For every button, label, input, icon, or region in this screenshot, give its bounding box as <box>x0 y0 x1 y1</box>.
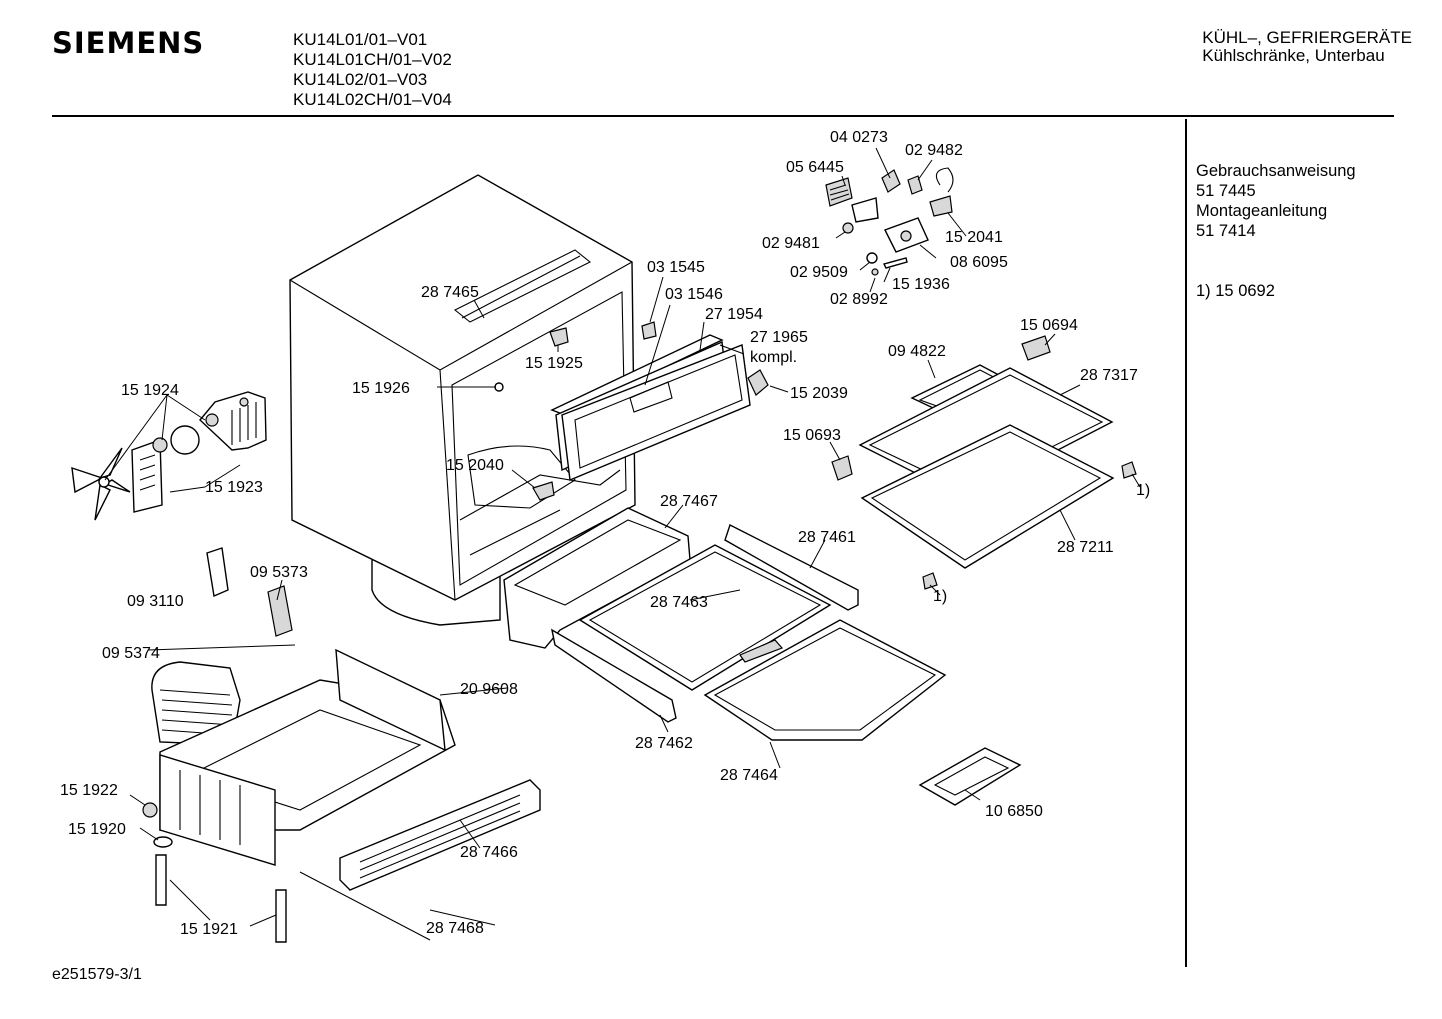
product-category: KÜHL–, GEFRIERGERÄTE Kühlschränke, Unter… <box>1202 29 1412 65</box>
ice-tray <box>918 747 1022 806</box>
part-labels: 04 0273 02 9482 05 6445 15 2041 02 9481 … <box>60 129 1150 938</box>
documentation-sidebar: Gebrauchsanweisung 51 7445 Montageanleit… <box>1196 161 1356 301</box>
crisper-drawer <box>503 507 947 741</box>
part-label-151925: 15 1925 <box>525 355 583 372</box>
part-label-271954: 27 1954 <box>705 306 763 323</box>
part-label-094822: 09 4822 <box>888 343 946 360</box>
part-label-287466: 28 7466 <box>460 844 518 861</box>
part-label-151922: 15 1922 <box>60 782 118 799</box>
part-label-kompl: kompl. <box>750 349 797 366</box>
part-label-031546: 03 1546 <box>665 286 723 303</box>
manual-label: Gebrauchsanweisung <box>1196 162 1356 180</box>
category-subtitle: Kühlschränke, Unterbau <box>1202 46 1385 65</box>
part-label-151923: 15 1923 <box>205 479 263 496</box>
part-label-287465: 28 7465 <box>421 284 479 301</box>
part-label-151921: 15 1921 <box>180 921 238 938</box>
part-label-040273: 04 0273 <box>830 129 888 146</box>
part-label-093110: 09 3110 <box>127 593 184 610</box>
part-label-287317: 28 7317 <box>1080 367 1138 384</box>
part-label-271965: 27 1965 <box>750 329 808 346</box>
model-list: KU14L01/01–V01 KU14L01CH/01–V02 KU14L02/… <box>293 30 452 110</box>
part-label-287468: 28 7468 <box>426 920 484 937</box>
part-label-287464: 28 7464 <box>720 767 778 784</box>
manual-number: 51 7445 <box>1196 182 1256 200</box>
part-label-031545: 03 1545 <box>647 259 705 276</box>
header-divider <box>52 115 1394 117</box>
part-label-287211: 28 7211 <box>1057 539 1114 556</box>
model-number: KU14L01/01–V01 <box>293 30 428 49</box>
category-title: KÜHL–, GEFRIERGERÄTE <box>1202 28 1412 47</box>
part-label-152039: 15 2039 <box>790 385 848 402</box>
shelves <box>831 335 1137 590</box>
base-assembly <box>142 547 541 943</box>
part-label-151926: 15 1926 <box>352 380 410 397</box>
part-label-287463: 28 7463 <box>650 594 708 611</box>
fan-assembly <box>71 391 267 521</box>
thermostat-parts <box>825 167 954 276</box>
footnote-marker: 1) <box>933 588 947 605</box>
leader-lines <box>104 147 1141 927</box>
drawing-id: e251579-3/1 <box>52 966 142 983</box>
part-label-287462: 28 7462 <box>635 735 693 752</box>
part-label-151920: 15 1920 <box>68 821 126 838</box>
part-label-152040: 15 2040 <box>446 457 504 474</box>
model-number: KU14L02/01–V03 <box>293 70 428 89</box>
sidebar-divider <box>1185 119 1187 967</box>
part-label-209608: 20 9608 <box>460 681 518 698</box>
part-label-287467: 28 7467 <box>660 493 718 510</box>
footnote: 1) 15 0692 <box>1196 282 1275 300</box>
brand-logo: SIEMENS <box>52 26 205 60</box>
small-fittings <box>494 321 769 501</box>
part-label-095373: 09 5373 <box>250 564 308 581</box>
install-number: 51 7414 <box>1196 222 1256 240</box>
part-label-151936: 15 1936 <box>892 276 950 293</box>
footnote-marker: 1) <box>1136 482 1150 499</box>
model-number: KU14L01CH/01–V02 <box>293 50 452 69</box>
part-label-150693: 15 0693 <box>783 427 841 444</box>
part-label-152041: 15 2041 <box>945 229 1003 246</box>
freezer-door <box>550 334 751 482</box>
install-label: Montageanleitung <box>1196 202 1328 220</box>
model-number: KU14L02CH/01–V04 <box>293 90 452 109</box>
part-label-151924: 15 1924 <box>121 382 179 399</box>
part-label-029509: 02 9509 <box>790 264 848 281</box>
part-label-029481: 02 9481 <box>762 235 820 252</box>
part-label-287461: 28 7461 <box>798 529 856 546</box>
part-label-056445: 05 6445 <box>786 159 844 176</box>
part-label-150694: 15 0694 <box>1020 317 1078 334</box>
part-label-106850: 10 6850 <box>985 803 1043 820</box>
part-label-028992: 02 8992 <box>830 291 888 308</box>
part-label-029482: 02 9482 <box>905 142 963 159</box>
part-label-086095: 08 6095 <box>950 254 1008 271</box>
part-label-095374: 09 5374 <box>102 645 160 662</box>
